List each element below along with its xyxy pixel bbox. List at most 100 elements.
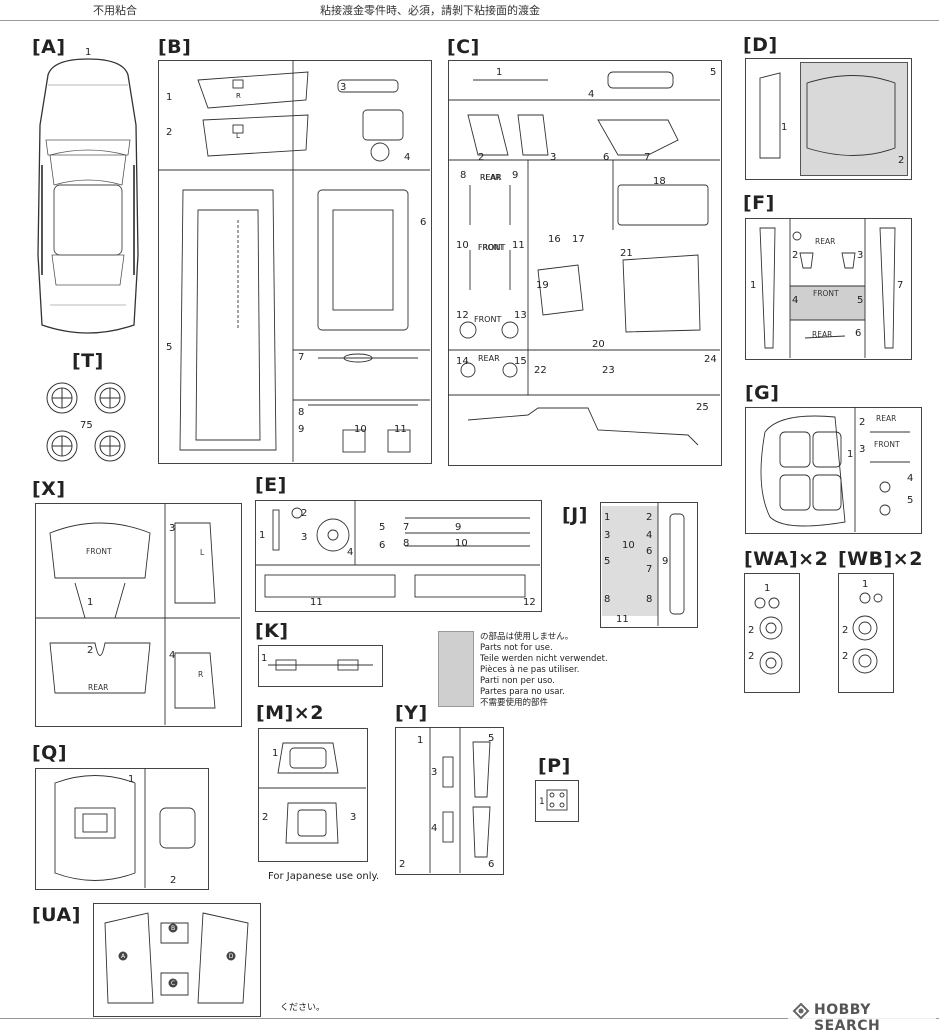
- svg-text:5: 5: [488, 733, 494, 744]
- svg-text:5: 5: [166, 342, 172, 353]
- svg-text:3: 3: [859, 444, 865, 455]
- svg-text:7: 7: [897, 280, 903, 291]
- svg-text:2: 2: [646, 512, 652, 523]
- svg-text:1: 1: [496, 67, 502, 78]
- svg-text:2: 2: [262, 812, 268, 823]
- svg-text:3: 3: [550, 152, 556, 163]
- svg-text:9: 9: [455, 522, 461, 533]
- svg-text:3: 3: [431, 767, 437, 778]
- label-wb: [WB]×2: [838, 548, 923, 570]
- svg-text:9: 9: [512, 170, 518, 181]
- svg-text:1: 1: [259, 530, 265, 541]
- svg-text:22: 22: [534, 365, 547, 376]
- b-sprue-frame: [158, 60, 432, 464]
- svg-text:13: 13: [514, 310, 527, 321]
- x-left-mark: L: [200, 548, 205, 557]
- japanese-only-note: For Japanese use only.: [268, 871, 380, 882]
- svg-text:19: 19: [536, 280, 549, 291]
- footer-note: ください。: [280, 1003, 326, 1013]
- label-j: [J]: [562, 504, 588, 526]
- car-body-illustration: [37, 58, 139, 334]
- svg-text:1: 1: [261, 653, 267, 664]
- svg-text:5: 5: [907, 495, 913, 506]
- svg-text:6: 6: [488, 859, 494, 870]
- x-front-mark: FRONT: [86, 547, 112, 556]
- label-c: [C]: [447, 36, 480, 58]
- svg-text:C: C: [171, 980, 175, 987]
- svg-text:3: 3: [857, 250, 863, 261]
- svg-text:17: 17: [572, 234, 585, 245]
- label-p: [P]: [538, 755, 571, 777]
- label-m: [M]×2: [256, 702, 324, 724]
- svg-text:15: 15: [514, 356, 527, 367]
- svg-text:5: 5: [710, 67, 716, 78]
- k-sprue-frame: [258, 645, 383, 687]
- svg-text:14: 14: [456, 356, 469, 367]
- c-sprue-frame: [448, 60, 722, 466]
- svg-text:3: 3: [350, 812, 356, 823]
- svg-text:24: 24: [704, 354, 717, 365]
- hobby-search-logo-icon: [792, 1002, 810, 1020]
- d-parts-outline: 12: [759, 72, 904, 166]
- svg-text:3: 3: [169, 523, 175, 534]
- svg-text:12: 12: [523, 597, 536, 608]
- svg-text:2: 2: [898, 155, 904, 166]
- label-t: [T]: [72, 350, 104, 372]
- wb-wheel-parts: 122: [842, 579, 883, 674]
- svg-text:6: 6: [646, 546, 652, 557]
- k-parts: 1: [261, 653, 373, 671]
- svg-text:2: 2: [748, 651, 754, 662]
- svg-text:1: 1: [539, 797, 545, 807]
- svg-text:FRONT: FRONT: [474, 315, 501, 324]
- svg-text:5: 5: [604, 556, 610, 567]
- svg-text:B: B: [171, 925, 175, 932]
- svg-text:2: 2: [87, 645, 93, 656]
- label-y: [Y]: [395, 702, 428, 724]
- svg-text:7: 7: [646, 564, 652, 575]
- svg-text:8: 8: [460, 170, 466, 181]
- wb-sprue-frame: [838, 573, 894, 693]
- g-rear-mark: REAR: [876, 414, 897, 423]
- label-g: [G]: [745, 382, 780, 404]
- svg-text:1: 1: [604, 512, 610, 523]
- wa-wheel-parts: 1 2 2: [748, 583, 783, 675]
- label-q: [Q]: [32, 742, 68, 764]
- c-front-mark: FRONT: [478, 243, 504, 252]
- svg-text:10: 10: [354, 424, 367, 435]
- svg-text:2: 2: [748, 625, 754, 636]
- label-e: [E]: [255, 474, 287, 496]
- g-sprue-frame: [745, 407, 922, 534]
- x-parts: 1 2 3 4: [35, 503, 240, 725]
- ua-sprue-frame: [93, 903, 261, 1017]
- svg-text:9: 9: [298, 424, 304, 435]
- t-wheel-caps: [46, 382, 126, 462]
- g-front-mark: FRONT: [874, 440, 900, 449]
- svg-text:8: 8: [298, 407, 304, 418]
- svg-text:4: 4: [431, 823, 437, 834]
- svg-text:1: 1: [87, 597, 93, 608]
- svg-text:1: 1: [417, 735, 423, 746]
- watermark-bg: [788, 998, 936, 1024]
- svg-text:21: 21: [620, 248, 633, 259]
- p-sprue-frame: [535, 780, 579, 822]
- svg-text:8: 8: [604, 594, 610, 605]
- svg-text:3: 3: [301, 532, 307, 543]
- svg-text:R: R: [236, 92, 241, 100]
- svg-text:1: 1: [750, 280, 756, 291]
- svg-text:4: 4: [169, 650, 175, 661]
- x-right-mark: R: [198, 670, 204, 679]
- unused-parts-note: の部品は使用しません。 Parts not for use. Teile wer…: [480, 632, 608, 708]
- svg-text:5: 5: [379, 522, 385, 533]
- svg-text:10: 10: [622, 540, 635, 551]
- label-wa: [WA]×2: [744, 548, 829, 570]
- svg-text:4: 4: [588, 89, 594, 100]
- header-center-note: 粘接渡金零件時、必須，請剝下粘接面的渡金: [320, 4, 540, 17]
- svg-text:3: 3: [340, 82, 346, 93]
- svg-text:1: 1: [764, 583, 770, 594]
- svg-text:25: 25: [696, 402, 709, 413]
- svg-text:18: 18: [653, 176, 666, 187]
- svg-text:REAR: REAR: [480, 173, 502, 182]
- svg-text:8: 8: [646, 594, 652, 605]
- svg-text:REAR: REAR: [478, 354, 500, 363]
